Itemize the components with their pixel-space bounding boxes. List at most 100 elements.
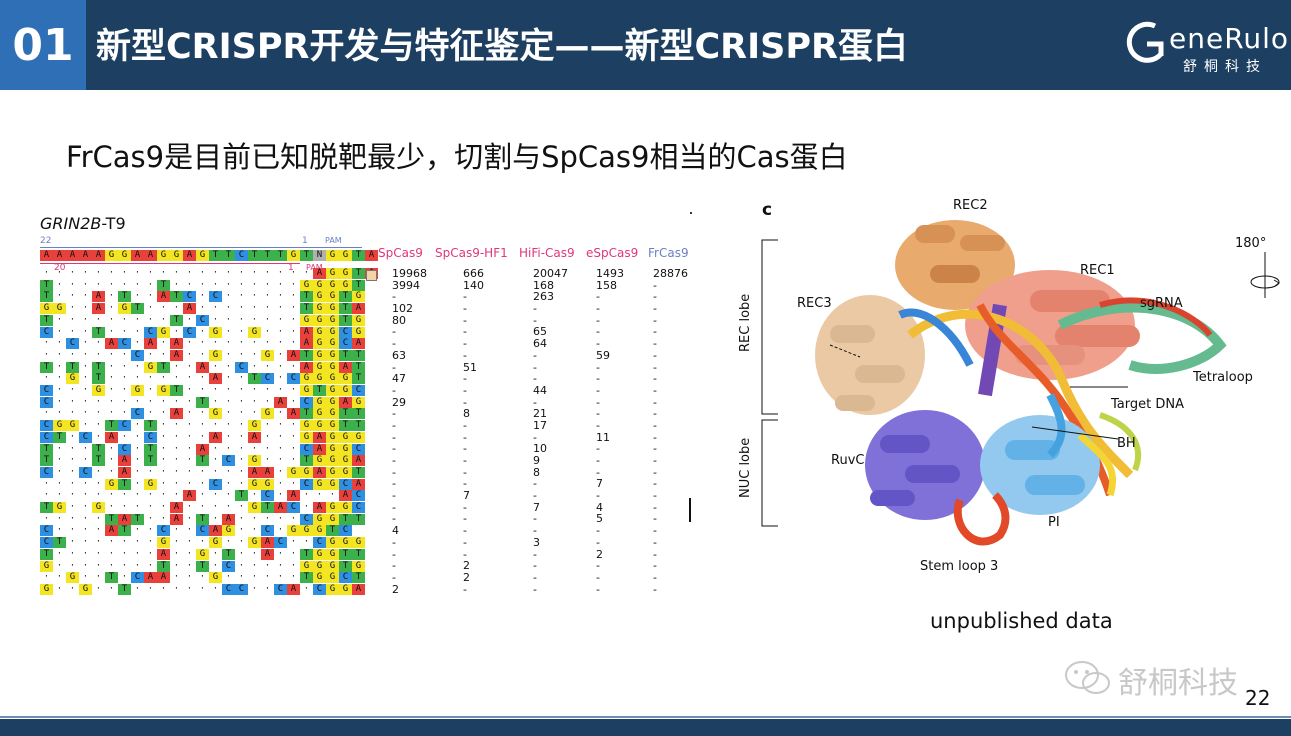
read-count: 9	[533, 454, 540, 467]
read-count: 59	[596, 348, 610, 362]
base-cell: C	[79, 466, 92, 478]
base-cell: ·	[199, 537, 206, 548]
base-cell: G	[248, 502, 261, 513]
base-cell: ·	[56, 513, 63, 524]
base-cell: A	[248, 431, 261, 443]
base-cell: ·	[121, 560, 128, 571]
base-cell: ·	[147, 314, 154, 325]
base-cell: A	[352, 583, 365, 595]
read-count: -	[463, 395, 467, 409]
base-cell: N	[313, 250, 326, 261]
base-cell: ·	[238, 408, 245, 419]
base-cell: ·	[199, 268, 206, 278]
base-cell: ·	[69, 443, 76, 454]
figure-caption: unpublished data	[930, 609, 1113, 633]
read-count: -	[596, 454, 600, 467]
base-cell: ·	[238, 478, 245, 489]
base-cell: C	[352, 385, 365, 396]
base-cell: ·	[290, 361, 297, 372]
base-cell: ·	[277, 385, 284, 395]
base-cell: ·	[121, 408, 128, 419]
read-count: -	[596, 582, 600, 596]
read-count: -	[533, 302, 537, 316]
base-cell: ·	[147, 349, 154, 360]
read-count: -	[653, 395, 657, 409]
base-cell: ·	[303, 502, 310, 512]
base-cell: ·	[290, 455, 297, 466]
base-cell: ·	[225, 396, 232, 407]
column-header-spcas9: SpCas9	[378, 246, 423, 260]
base-cell: T	[144, 420, 157, 432]
read-count: -	[463, 313, 467, 327]
base-cell: ·	[134, 560, 141, 571]
read-count: -	[463, 430, 467, 444]
base-cell: ·	[238, 525, 245, 536]
base-cell: ·	[212, 513, 219, 524]
base-cell: G	[326, 349, 339, 361]
base-cell: G	[339, 466, 352, 478]
base-cell: ·	[173, 268, 180, 278]
base-cell: ·	[108, 466, 115, 477]
base-cell: ·	[251, 291, 258, 302]
base-cell: ·	[56, 279, 63, 290]
base-cell: T	[131, 303, 144, 315]
base-cell: T	[170, 385, 183, 396]
read-count: 21	[533, 407, 547, 421]
base-cell: ·	[225, 502, 232, 512]
base-cell: ·	[290, 560, 297, 571]
base-cell: G	[287, 466, 300, 478]
base-cell: ·	[277, 373, 284, 384]
read-count: -	[653, 360, 657, 374]
base-cell: A	[287, 349, 300, 361]
base-cell: G	[326, 279, 339, 291]
read-count: -	[596, 313, 600, 327]
read-count: -	[463, 465, 467, 479]
base-cell: ·	[147, 548, 154, 559]
base-cell: ·	[277, 443, 284, 454]
base-cell: T	[352, 408, 365, 420]
base-cell: A	[170, 513, 183, 525]
base-cell: ·	[225, 303, 232, 314]
base-cell: ·	[69, 279, 76, 290]
read-count: 63	[392, 348, 406, 362]
base-cell: T	[352, 420, 365, 432]
panel-letter: c	[762, 200, 773, 220]
base-cell: ·	[160, 513, 167, 524]
base-cell: ·	[186, 268, 193, 278]
base-cell: ·	[186, 373, 193, 384]
base-cell: C	[40, 525, 53, 537]
base-cell: C	[196, 525, 209, 537]
read-count: -	[533, 547, 537, 561]
base-cell: ·	[56, 583, 63, 594]
base-cell: G	[313, 361, 326, 373]
base-cell: T	[352, 548, 365, 560]
read-count: 28876	[653, 267, 688, 280]
base-cell: T	[300, 408, 313, 420]
base-cell: ·	[225, 431, 232, 442]
base-cell: A	[196, 443, 209, 455]
base-cell: ·	[277, 455, 284, 466]
base-cell: ·	[56, 572, 63, 583]
base-cell: ·	[251, 396, 258, 407]
base-cell: C	[300, 478, 313, 490]
base-cell: T	[170, 291, 183, 303]
read-count: 65	[533, 325, 547, 339]
base-cell: ·	[277, 560, 284, 571]
base-cell: C	[144, 326, 157, 338]
base-cell: ·	[199, 502, 206, 512]
base-cell: ·	[82, 303, 89, 314]
read-count: -	[653, 278, 657, 292]
base-cell: ·	[290, 326, 297, 337]
base-cell: ·	[82, 455, 89, 466]
base-cell: ·	[160, 303, 167, 314]
base-cell: ·	[95, 548, 102, 559]
base-cell: G	[261, 349, 274, 361]
base-cell: ·	[173, 572, 180, 583]
base-cell: ·	[238, 291, 245, 302]
read-count: -	[463, 290, 467, 304]
